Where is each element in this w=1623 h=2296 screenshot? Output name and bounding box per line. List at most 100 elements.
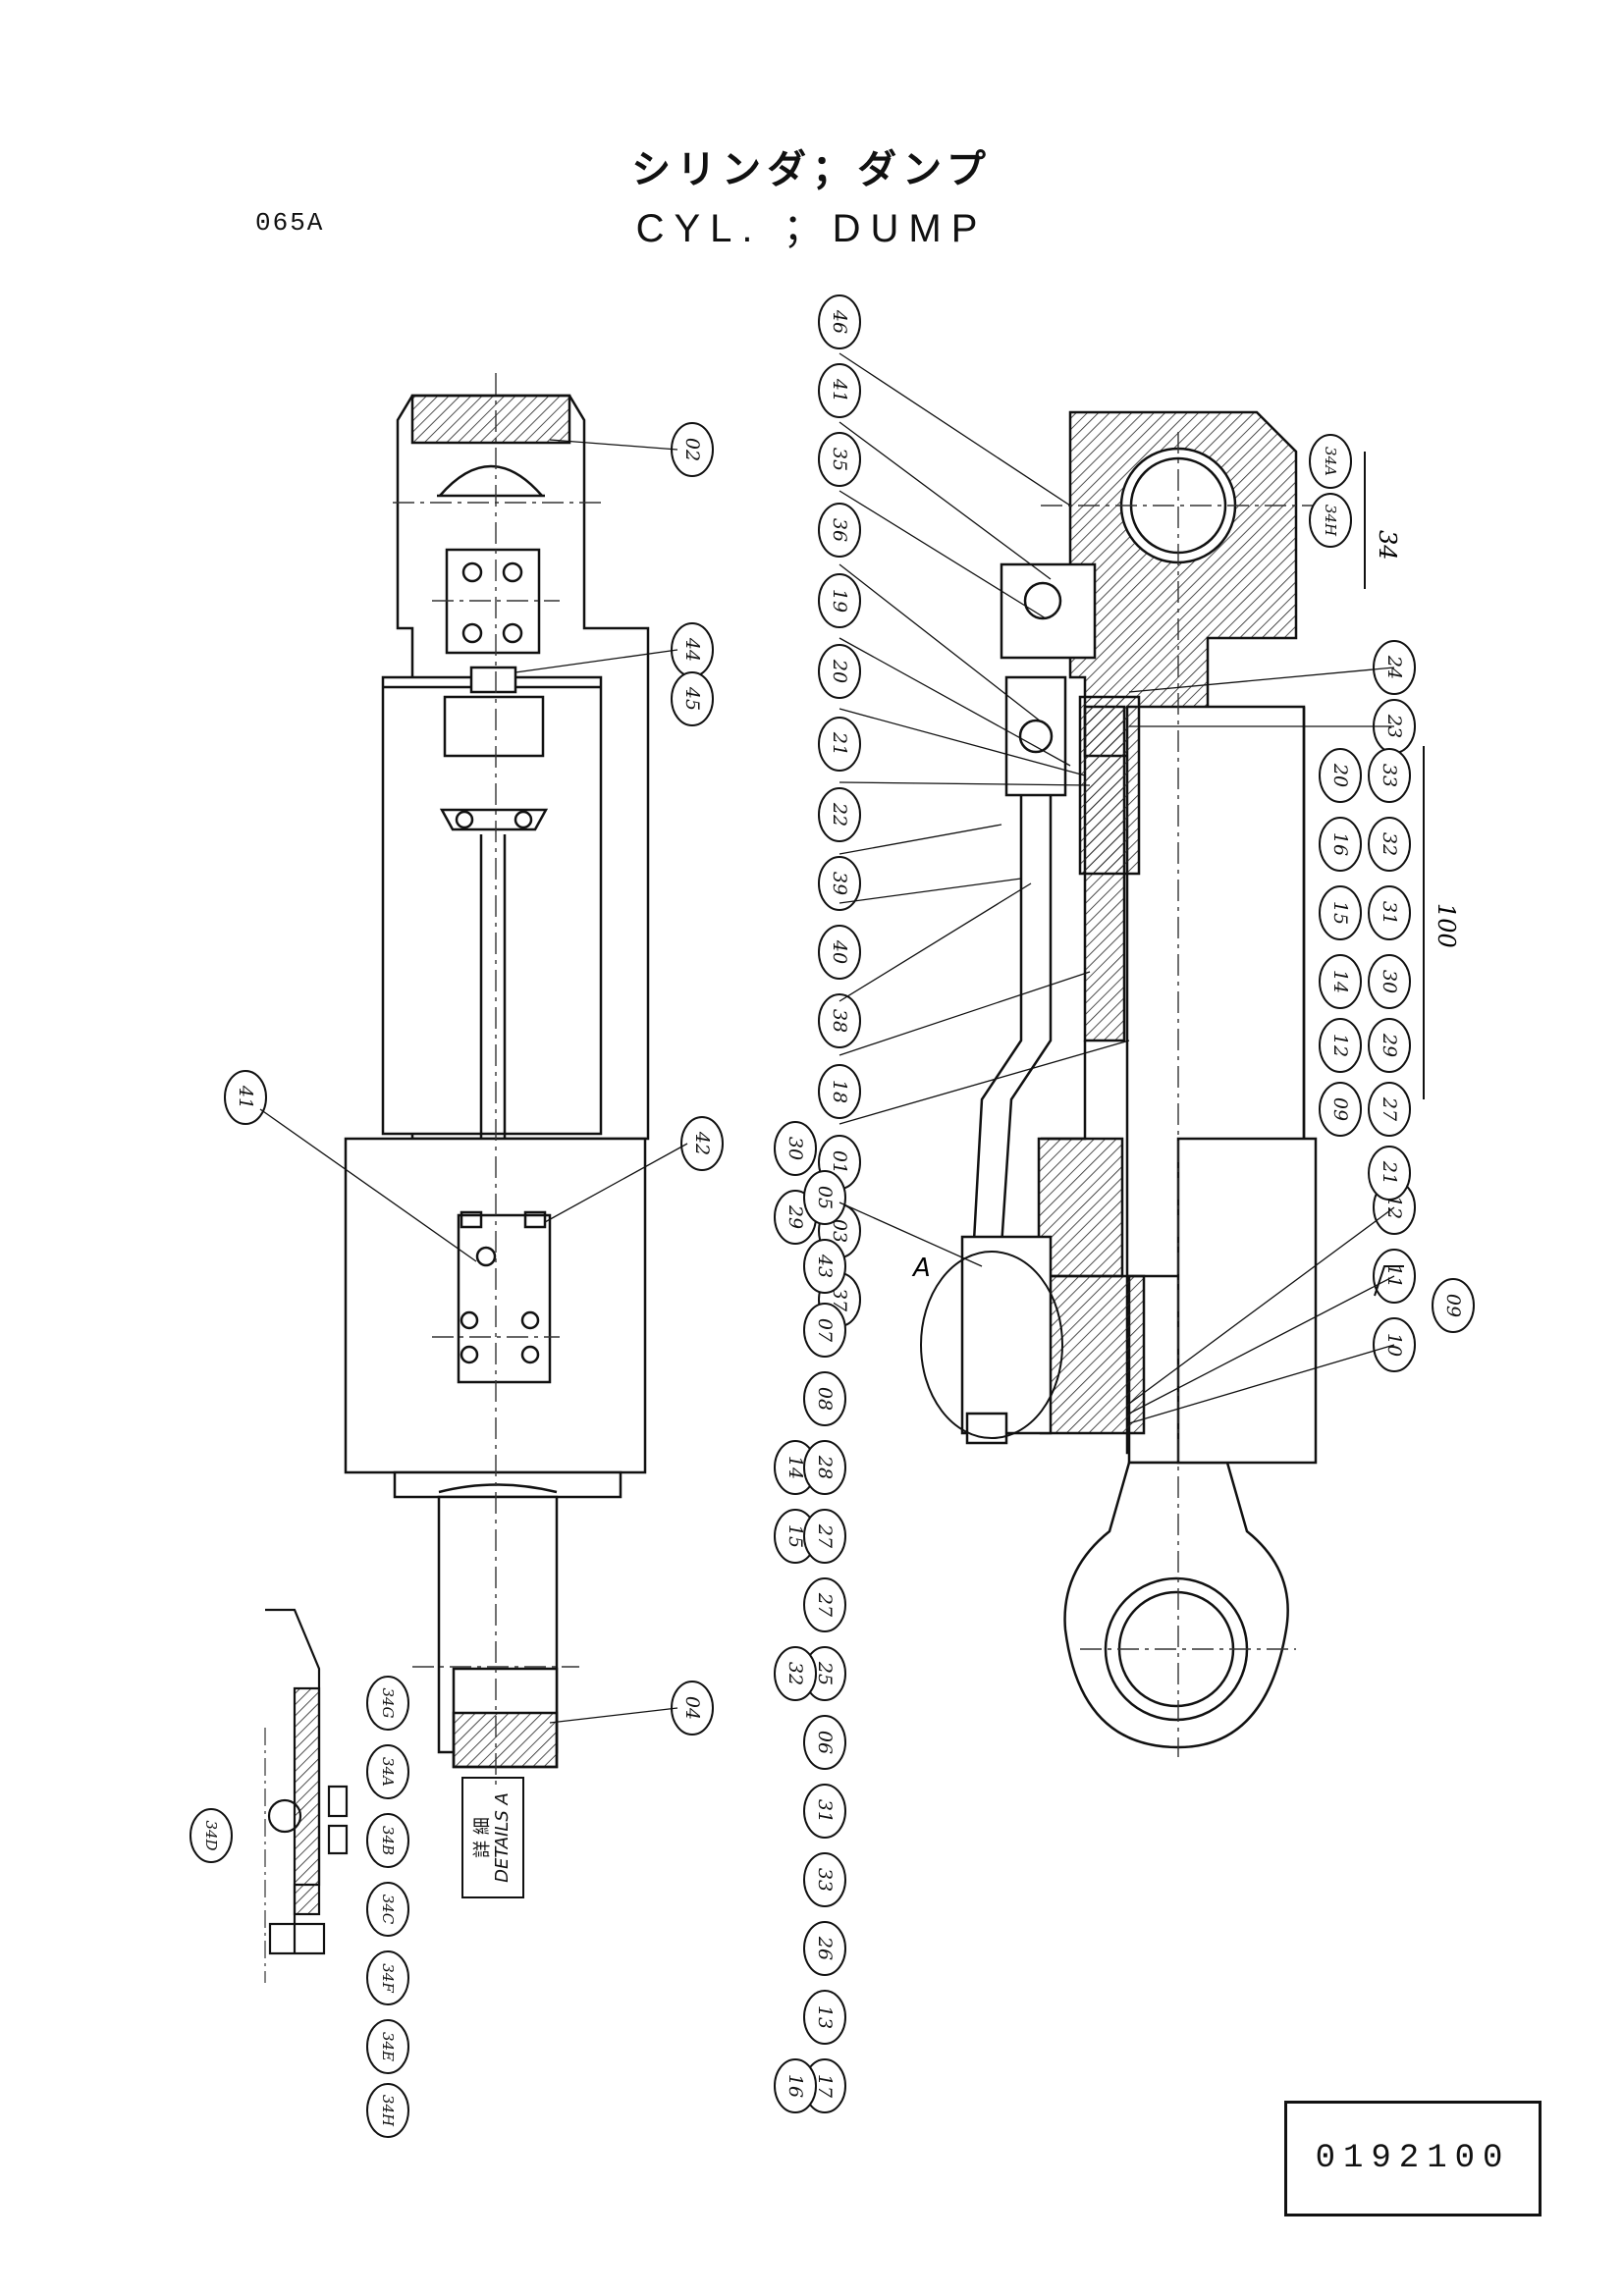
balloon-label-15: 15: [784, 1524, 806, 1548]
balloon-label-01: 01: [829, 1150, 850, 1174]
balloon-label-31: 31: [814, 1799, 836, 1823]
balloon-label-17: 17: [814, 2074, 836, 2099]
balloon-27: [1368, 1082, 1411, 1137]
balloon-34B: [366, 1813, 409, 1868]
balloon-label-06: 06: [814, 1731, 836, 1754]
balloon-16: [774, 2058, 817, 2113]
balloon-15: [1319, 885, 1362, 940]
balloon-08: [803, 1371, 846, 1426]
balloon-label-45: 45: [681, 686, 703, 711]
balloon-33: [1368, 748, 1411, 803]
balloon-34A: [366, 1744, 409, 1799]
balloon-21: [1368, 1146, 1411, 1201]
balloon-label-32: 32: [784, 1662, 806, 1685]
balloon-label-14: 14: [1329, 970, 1351, 993]
balloon-30: [774, 1121, 817, 1176]
balloon-34E: [366, 2019, 409, 2074]
balloon-label-09: 09: [1329, 1097, 1351, 1121]
balloon-label-27: 27: [814, 1592, 836, 1618]
balloon-34F: [366, 1950, 409, 2005]
balloon-label-24: 24: [1383, 655, 1405, 679]
balloon-38: [818, 993, 861, 1048]
balloon-12: [1319, 1018, 1362, 1073]
balloon-label-31: 31: [1379, 901, 1400, 925]
balloon-05: [803, 1170, 846, 1225]
part-number: 0192100: [1315, 2140, 1511, 2177]
balloon-34G: [366, 1676, 409, 1731]
balloon-label-15: 15: [1329, 901, 1351, 925]
balloon-label-13: 13: [814, 2005, 836, 2029]
balloon-33: [803, 1852, 846, 1907]
balloon-label-05: 05: [814, 1186, 836, 1209]
balloon-45: [671, 671, 714, 726]
balloon-label-39: 39: [829, 872, 850, 895]
balloon-label-46: 46: [829, 309, 850, 334]
balloon-label-03: 03: [829, 1219, 850, 1243]
balloon-label-44: 44: [681, 637, 703, 662]
balloon-07: [803, 1303, 846, 1358]
cylinder-section-view: [960, 410, 1318, 1749]
title-english: CYL. ；DUMP: [635, 207, 988, 250]
balloon-06: [803, 1715, 846, 1770]
balloon-label-35: 35: [829, 448, 850, 471]
balloon-label-34A: 34A: [1322, 447, 1339, 476]
balloon-label-34C: 34C: [379, 1895, 397, 1925]
balloon-label-40: 40: [829, 939, 850, 964]
balloon-09: [1319, 1082, 1362, 1137]
balloon-31: [1368, 885, 1411, 940]
detail-a-circle: [920, 1251, 1063, 1439]
title-japanese: シリンダ；ダンプ: [631, 147, 992, 192]
balloon-label-34H: 34H: [1322, 505, 1339, 537]
balloon-label-18: 18: [829, 1080, 850, 1103]
kit-brackets: [1364, 452, 1425, 1297]
balloon-34C: [366, 1882, 409, 1937]
balloon-label-36: 36: [829, 518, 850, 542]
balloon-46: [818, 294, 861, 349]
detail-a-marker: A: [911, 1254, 931, 1283]
balloon-label-16: 16: [1329, 832, 1351, 856]
balloon-32: [774, 1646, 817, 1701]
detail-a-drawing: [265, 1608, 349, 1955]
balloon-35: [818, 432, 861, 487]
balloon-label-08: 08: [814, 1387, 836, 1411]
balloon-label-07: 07: [814, 1318, 836, 1343]
balloon-label-30: 30: [1379, 970, 1400, 993]
balloon-42: [680, 1116, 724, 1171]
balloon-34H: [366, 2083, 409, 2138]
balloon-label-02: 02: [681, 438, 703, 461]
balloon-label-34G: 34G: [379, 1687, 397, 1718]
balloon-label-28: 28: [814, 1455, 836, 1479]
balloon-label-19: 19: [829, 589, 850, 613]
balloon-label-38: 38: [829, 1009, 850, 1033]
balloon-label-30: 30: [784, 1137, 806, 1160]
balloon-43: [803, 1239, 846, 1294]
balloon-label-21: 21: [1379, 1160, 1400, 1185]
balloon-27: [803, 1577, 846, 1632]
balloon-41: [224, 1070, 267, 1125]
cylinder-top-view: [344, 394, 650, 1769]
balloon-label-33: 33: [814, 1868, 836, 1892]
balloon-13: [803, 1990, 846, 2045]
balloon-20: [1319, 748, 1362, 803]
balloon-label-34F: 34F: [379, 1963, 397, 1993]
kit-100-label: 100: [1433, 903, 1460, 948]
balloon-26: [803, 1921, 846, 1976]
balloon-36: [818, 503, 861, 558]
balloon-label-43: 43: [814, 1254, 836, 1278]
balloon-label-34H: 34H: [379, 2095, 397, 2127]
balloon-20: [818, 644, 861, 699]
balloon-label-25: 25: [814, 1661, 836, 1685]
balloon-label-20: 20: [1329, 763, 1351, 787]
balloon-18: [818, 1064, 861, 1119]
balloon-label-14: 14: [784, 1456, 806, 1479]
details-a-jp: 詳 細: [472, 1817, 494, 1858]
balloon-19: [818, 573, 861, 628]
balloon-14: [1319, 954, 1362, 1009]
details-a-label: 詳 細 DETAILS A: [461, 1777, 524, 1898]
balloon-34H: [1309, 493, 1352, 548]
balloon-label-16: 16: [784, 2074, 806, 2098]
balloon-label-41: 41: [235, 1085, 256, 1109]
balloon-label-21: 21: [829, 731, 850, 756]
balloon-04: [671, 1681, 714, 1735]
balloon-label-26: 26: [814, 1936, 836, 1960]
